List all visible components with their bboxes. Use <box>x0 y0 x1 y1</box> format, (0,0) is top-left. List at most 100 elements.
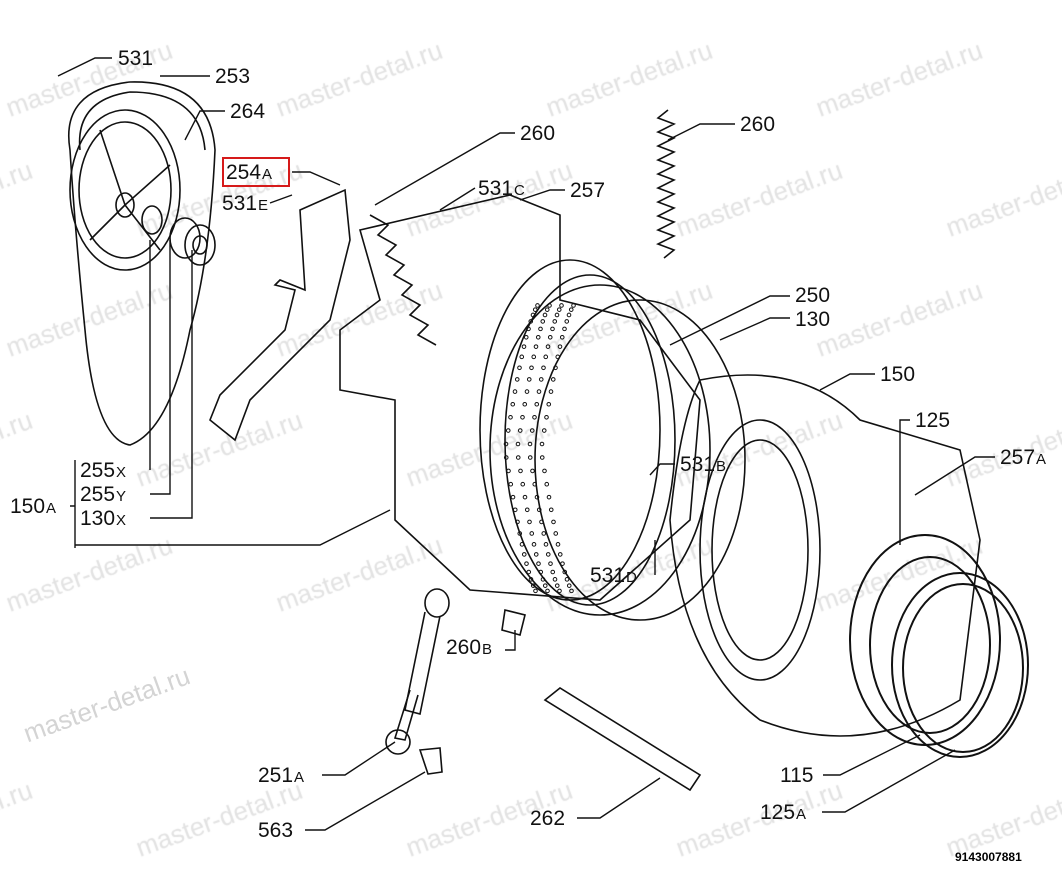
perforation-hole <box>541 365 546 371</box>
perforation-hole <box>529 428 535 433</box>
part-label-130x: 130X <box>80 508 126 529</box>
perforation-hole <box>533 344 539 349</box>
perforation-hole <box>519 354 525 360</box>
perforation-hole <box>510 401 516 407</box>
part-number: 264 <box>230 100 266 123</box>
part-number: 130 <box>80 507 116 530</box>
perforation-hole <box>527 519 532 525</box>
part-label-254a: 254A <box>226 162 272 183</box>
part-label-115: 115 <box>780 765 813 786</box>
part-number: 255 <box>80 459 116 482</box>
perforation-hole <box>559 335 565 340</box>
part-label-150a: 150A <box>10 496 56 517</box>
perforation-hole <box>515 441 521 447</box>
perforation-hole <box>520 481 526 487</box>
perforation-hole <box>538 377 544 382</box>
perforation-hole <box>557 552 563 557</box>
perforation-hole <box>536 389 542 394</box>
part-number: 260 <box>446 636 482 659</box>
perforation-hole <box>541 531 547 536</box>
perforation-hole <box>524 561 529 566</box>
perforation-hole <box>528 319 534 324</box>
part-suffix: A <box>46 500 57 517</box>
perforation-hole <box>530 583 536 588</box>
part-suffix: X <box>116 464 127 481</box>
perforation-hole <box>556 307 562 312</box>
perforation-hole <box>531 354 537 360</box>
part-label-125: 125 <box>915 410 950 431</box>
part-label-260-left: 260 <box>520 123 555 144</box>
perforation-hole <box>517 531 523 536</box>
perforation-hole <box>542 468 547 474</box>
part-label-531d: 531D <box>590 565 637 586</box>
part-number: 260 <box>740 113 776 136</box>
perforation-hole <box>566 583 572 588</box>
perforation-hole <box>538 569 544 575</box>
bracket-254a <box>209 188 351 442</box>
part-suffix: C <box>514 182 525 199</box>
part-number: 531 <box>590 564 626 587</box>
perforation-hole <box>508 481 514 487</box>
perforation-hole <box>554 312 560 318</box>
part-label-250: 250 <box>795 285 830 306</box>
spring-260-right <box>656 109 676 259</box>
perforation-hole <box>510 494 516 500</box>
part-label-257a: 257A <box>1000 447 1046 468</box>
part-number: 563 <box>258 819 294 842</box>
perforation-hole <box>532 307 538 312</box>
perforation-hole <box>544 481 550 487</box>
part-label-264: 264 <box>230 101 265 122</box>
perforation-hole <box>520 414 525 420</box>
perforation-hole <box>536 507 542 513</box>
perforation-hole <box>524 507 530 513</box>
part-label-260b: 260B <box>446 637 492 658</box>
perforation-hole <box>552 319 558 324</box>
part-number: 257 <box>1000 446 1036 469</box>
perforation-hole <box>550 326 555 332</box>
tub-front-150 <box>669 374 981 737</box>
part-number: 254 <box>226 161 262 184</box>
perforation-hole <box>523 335 529 340</box>
perforation-hole <box>530 312 536 318</box>
perforation-hole <box>542 312 548 318</box>
drum-250 <box>489 284 746 621</box>
part-number: 150 <box>880 363 916 386</box>
part-number: 257 <box>570 179 606 202</box>
perforation-hole <box>541 428 547 433</box>
tub-rear <box>339 194 701 606</box>
perforation-hole <box>553 365 558 371</box>
perforation-hole <box>521 344 527 349</box>
perforation-hole <box>517 428 523 433</box>
perforation-hole <box>554 583 560 588</box>
perforation-hole <box>515 519 520 525</box>
perforation-hole <box>522 494 528 500</box>
perforation-hole <box>552 577 558 582</box>
perforation-hole <box>557 344 563 349</box>
perforation-hole <box>517 365 522 371</box>
perforation-hole <box>539 441 545 447</box>
perforation-hole <box>535 303 540 308</box>
perforation-hole <box>571 303 576 308</box>
perforation-hole <box>533 588 538 594</box>
perforation-hole <box>548 389 554 394</box>
perforation-hole <box>548 561 553 566</box>
perforation-hole <box>512 507 518 513</box>
perforation-hole <box>550 569 556 575</box>
part-label-253: 253 <box>215 66 250 87</box>
perforation-hole <box>503 441 509 447</box>
part-suffix: A <box>796 806 807 823</box>
perforation-hole <box>546 494 552 500</box>
part-number: 260 <box>520 122 556 145</box>
counterweight-262 <box>543 687 702 792</box>
part-suffix: B <box>716 458 727 475</box>
perforation-hole <box>551 519 556 525</box>
perforation-hole <box>560 561 565 566</box>
part-label-130: 130 <box>795 309 830 330</box>
part-number: 253 <box>215 65 251 88</box>
part-label-531c: 531C <box>478 178 525 199</box>
perforation-hole <box>553 531 559 536</box>
perforation-hole <box>547 303 552 308</box>
part-number: 150 <box>10 495 46 518</box>
shock-absorber-251a <box>385 588 450 755</box>
part-suffix: B <box>482 641 493 658</box>
